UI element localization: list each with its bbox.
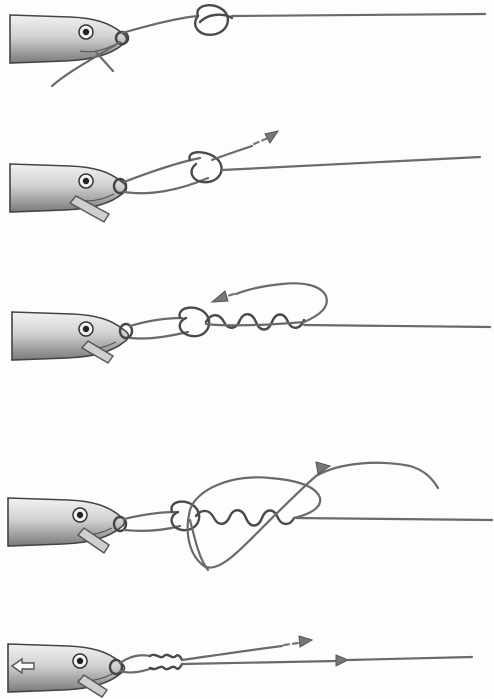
pull-direction-arrow-icon xyxy=(254,131,278,144)
line-to-knot xyxy=(122,16,198,33)
tag-end-line xyxy=(212,146,252,160)
main-line xyxy=(222,157,480,170)
lure-icon xyxy=(10,15,127,63)
step-5 xyxy=(8,636,472,697)
tag-end-loop-icon xyxy=(124,476,320,570)
tighten-arrows-icon xyxy=(182,636,472,666)
pass-through-arrow-icon xyxy=(316,462,438,488)
step-1 xyxy=(10,5,485,86)
finished-knot-icon xyxy=(120,655,182,673)
return-direction-arrow-icon xyxy=(212,284,282,302)
lure-icon xyxy=(8,498,125,546)
step-4 xyxy=(8,462,492,570)
main-line xyxy=(232,14,485,16)
lure-icon xyxy=(10,164,127,212)
loop-through-eye-icon xyxy=(124,152,222,193)
step-2 xyxy=(10,131,480,222)
main-line xyxy=(304,325,490,327)
step-3 xyxy=(12,283,490,363)
lure-icon xyxy=(12,312,129,360)
main-line xyxy=(294,518,492,520)
wrap-turns-icon xyxy=(130,283,327,338)
overhand-knot-icon xyxy=(195,5,232,35)
